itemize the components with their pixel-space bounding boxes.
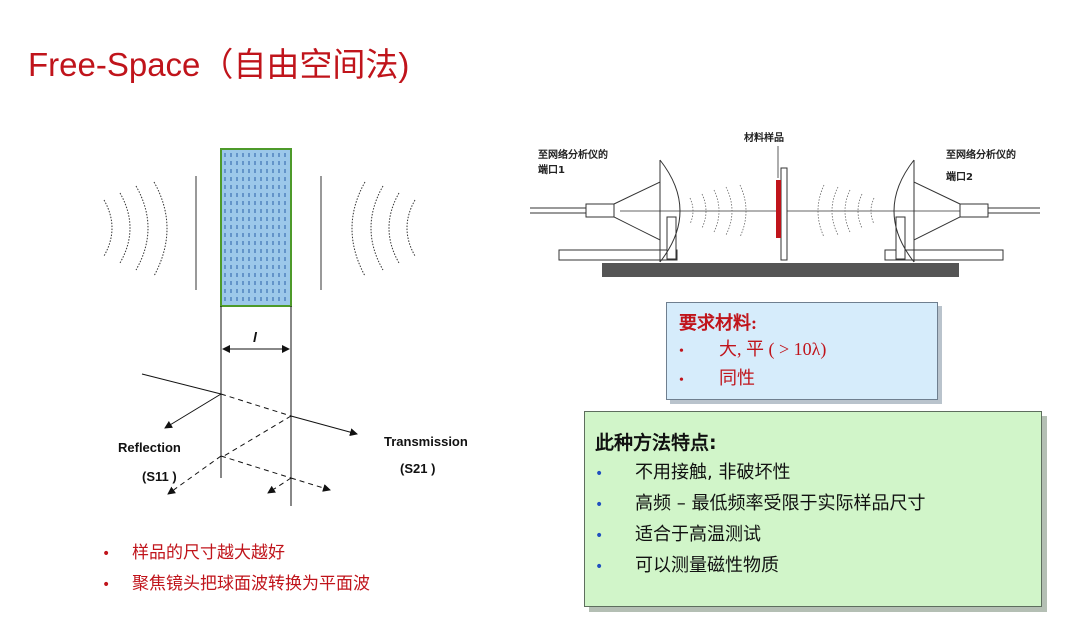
reflection-param: (S11 ) — [142, 469, 177, 484]
thickness-dimension — [220, 306, 292, 506]
list-item: •不用接触, 非破坏性 — [595, 458, 1031, 489]
requirements-box: 要求材料: •大, 平 ( > 10λ) •同性 — [666, 302, 938, 400]
list-item: •样品的尺寸越大越好 — [102, 538, 370, 569]
transmission-param: (S21 ) — [400, 461, 435, 476]
list-item: •适合于高温测试 — [595, 520, 1031, 551]
incident-wave-fronts — [103, 176, 197, 290]
bullet-icon: • — [595, 528, 604, 544]
sample-label: 材料样品 — [744, 131, 784, 144]
list-item: •聚焦镜头把球面波转换为平面波 — [102, 569, 370, 600]
thickness-label: l — [253, 329, 258, 345]
measurement-setup — [530, 146, 1040, 277]
features-box: 此种方法特点: •不用接触, 非破坏性 •高频 – 最低频率受限于实际样品尺寸 … — [584, 411, 1042, 607]
sample-block — [220, 148, 292, 307]
page-title: Free-Space（自由空间法) — [28, 46, 410, 83]
bullet-icon: • — [595, 559, 604, 575]
reflection-label: Reflection — [118, 440, 181, 455]
list-item: •高频 – 最低频率受限于实际样品尺寸 — [595, 489, 1031, 520]
transmission-label: Transmission — [384, 434, 468, 449]
bullet-icon: • — [679, 373, 684, 388]
port1-label-line2: 端口1 — [538, 163, 565, 176]
requirements-heading: 要求材料: — [679, 313, 757, 333]
port2-label-line1: 至网络分析仪的 — [946, 148, 1016, 161]
port1-label-line1: 至网络分析仪的 — [538, 148, 608, 161]
list-item: •可以测量磁性物质 — [595, 551, 1031, 582]
bullet-icon: • — [595, 497, 604, 513]
left-bullet-list: •样品的尺寸越大越好 •聚焦镜头把球面波转换为平面波 — [102, 538, 370, 600]
optical-bench — [602, 263, 959, 277]
material-sample — [776, 180, 781, 238]
transmitted-wave-fronts — [320, 176, 416, 290]
bullet-icon: • — [679, 344, 684, 359]
features-heading: 此种方法特点: — [595, 432, 717, 454]
list-item: •同性 — [679, 365, 927, 394]
ray-paths — [141, 373, 358, 495]
bullet-icon: • — [102, 546, 111, 562]
list-item: •大, 平 ( > 10λ) — [679, 336, 927, 365]
bullet-icon: • — [102, 577, 111, 593]
bullet-icon: • — [595, 466, 604, 482]
port2-label-line2: 端口2 — [946, 170, 973, 183]
